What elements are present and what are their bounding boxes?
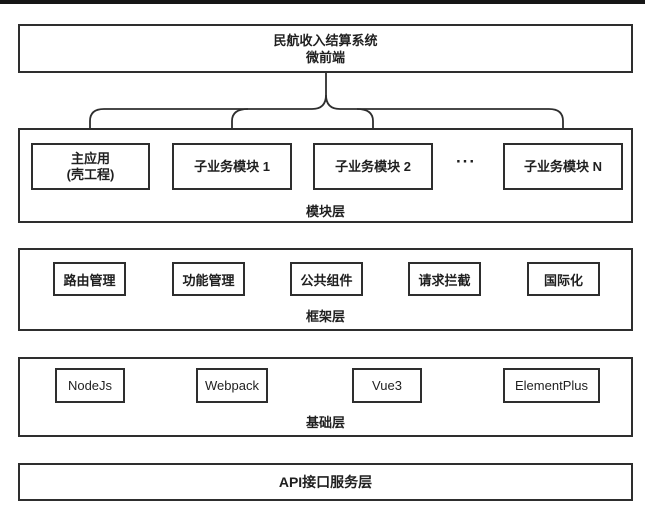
framework-box-request-interceptor-label: 请求拦截 — [418, 272, 471, 288]
api-service-layer-box: API接口服务层 — [18, 463, 633, 501]
connector-drop-3 — [356, 108, 374, 129]
ellipsis-more-modules: ··· — [456, 152, 476, 171]
base-box-elementplus: ElementPlus — [503, 368, 600, 403]
module-box-main-app-line1: 主应用 — [70, 150, 110, 166]
connector-branch-right — [325, 94, 564, 129]
framework-box-routing: 路由管理 — [53, 262, 126, 296]
module-box-sub-1: 子业务模块 1 — [172, 143, 292, 190]
connector-branch-left — [89, 94, 327, 129]
framework-box-routing-label: 路由管理 — [63, 272, 116, 288]
framework-layer-container: 路由管理 功能管理 公共组件 请求拦截 国际化 框架层 — [18, 248, 633, 331]
framework-box-shared-components: 公共组件 — [290, 262, 363, 296]
module-layer-label: 模块层 — [305, 204, 345, 219]
system-title-line2: 微前端 — [305, 49, 345, 65]
module-box-sub-1-label: 子业务模块 1 — [194, 158, 270, 174]
system-title-line1: 民航收入结算系统 — [273, 32, 378, 48]
framework-box-i18n: 国际化 — [527, 262, 600, 296]
framework-box-shared-components-label: 公共组件 — [300, 272, 353, 288]
module-box-main-app-line2: (壳工程) — [66, 166, 115, 182]
system-title-box: 民航收入结算系统 微前端 — [18, 24, 633, 73]
base-box-elementplus-label: ElementPlus — [515, 378, 588, 393]
framework-box-i18n-label: 国际化 — [543, 272, 583, 288]
module-box-sub-2: 子业务模块 2 — [313, 143, 433, 190]
module-box-main-app: 主应用 (壳工程) — [31, 143, 150, 190]
module-box-sub-n-label: 子业务模块 N — [523, 158, 602, 174]
module-box-sub-2-label: 子业务模块 2 — [335, 158, 411, 174]
base-box-webpack-label: Webpack — [205, 378, 259, 393]
module-box-sub-n: 子业务模块 N — [503, 143, 623, 190]
module-layer-container: 主应用 (壳工程) 子业务模块 1 子业务模块 2 ··· 子业务模块 N 模块… — [18, 128, 633, 223]
base-box-webpack: Webpack — [196, 368, 268, 403]
connector-drop-2 — [231, 108, 249, 129]
framework-layer-label: 框架层 — [305, 309, 345, 324]
api-service-layer-label: API接口服务层 — [278, 474, 373, 490]
base-box-vue3-label: Vue3 — [372, 378, 402, 393]
base-box-vue3: Vue3 — [352, 368, 422, 403]
base-box-nodejs: NodeJs — [55, 368, 125, 403]
base-layer-label: 基础层 — [305, 415, 345, 430]
framework-box-features: 功能管理 — [172, 262, 245, 296]
top-edge-bar — [0, 0, 645, 4]
framework-box-request-interceptor: 请求拦截 — [408, 262, 481, 296]
base-layer-container: NodeJs Webpack Vue3 ElementPlus 基础层 — [18, 357, 633, 437]
base-box-nodejs-label: NodeJs — [67, 378, 113, 393]
framework-box-features-label: 功能管理 — [182, 272, 235, 288]
